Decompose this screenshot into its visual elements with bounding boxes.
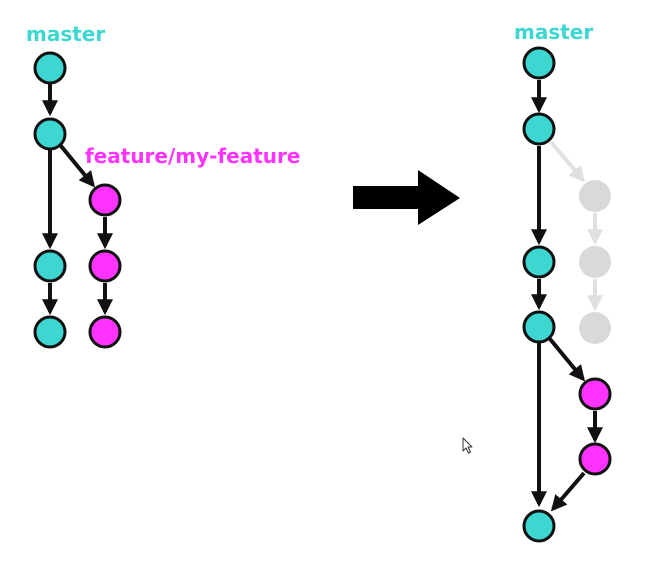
right-edge-m4-f1 (548, 337, 586, 382)
right-arrow-icon (353, 170, 460, 225)
left-edge-m2-f1 (59, 144, 96, 188)
left-master-commit-4 (33, 315, 67, 349)
right-ghost-commit-3 (579, 312, 611, 344)
left-feature-commit-1 (88, 183, 122, 217)
left-master-commit-1 (33, 51, 67, 85)
right-ghost-edge-1 (549, 140, 586, 183)
right-feature-commit-2 (578, 442, 612, 476)
right-master-label: master (514, 20, 593, 44)
right-diagram: master (514, 20, 612, 543)
right-master-commit-2 (522, 112, 556, 146)
left-feature-commit-2 (88, 249, 122, 283)
left-master-commit-3 (33, 249, 67, 283)
right-master-commit-3 (522, 245, 556, 279)
right-ghost-commit-1 (579, 180, 611, 212)
right-master-commit-4 (522, 310, 556, 344)
right-master-commit-merge (522, 509, 556, 543)
left-master-commit-2 (33, 117, 67, 151)
left-feature-label: feature/my-feature (85, 144, 300, 168)
left-master-label: master (26, 22, 105, 46)
right-ghost-commit-2 (579, 246, 611, 278)
right-master-commit-1 (522, 46, 556, 80)
left-feature-commit-3 (88, 315, 122, 349)
right-feature-commit-1 (578, 377, 612, 411)
left-diagram: master feature/my-feature (26, 22, 300, 349)
right-edge-f2-merge (550, 471, 586, 512)
mouse-pointer-icon (462, 437, 473, 454)
